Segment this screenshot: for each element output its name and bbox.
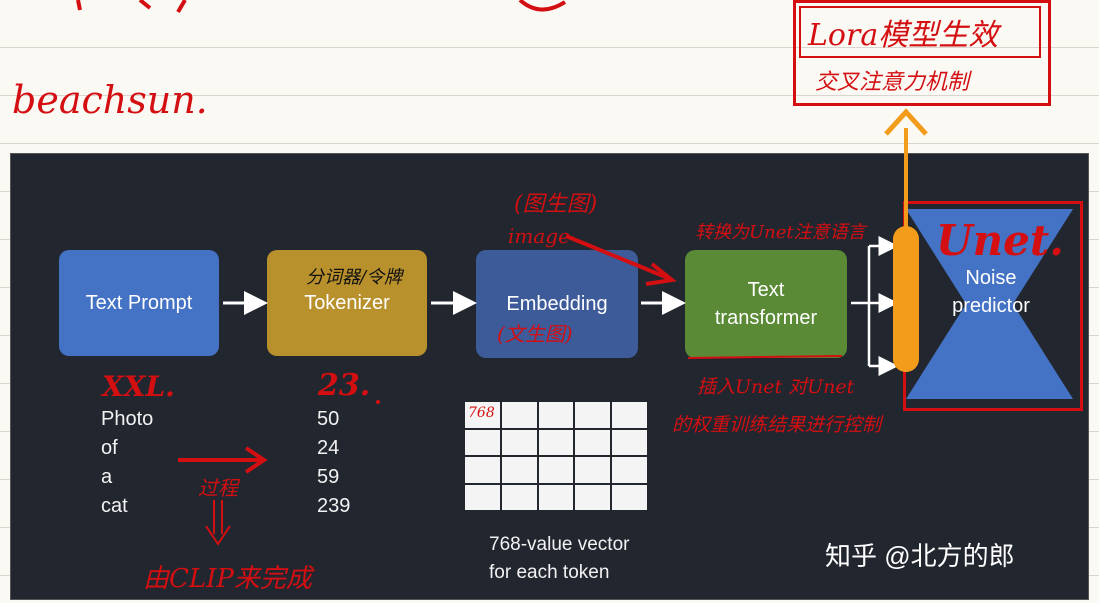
watermark: 知乎 @北方的郎 — [825, 541, 1015, 571]
lora-subtitle: 交叉注意力机制 — [815, 70, 970, 95]
author-note: beachsun. — [12, 78, 208, 122]
image-word-note: image — [508, 224, 570, 248]
clip-note: 由CLIP来完成 — [143, 564, 312, 594]
insert-note-2: 的权重训练结果进行控制 — [672, 414, 882, 436]
embedding-label: Embedding — [506, 293, 608, 315]
tokenizer-cn-note: 分词器/令牌 — [306, 267, 403, 288]
word-1: of — [101, 437, 118, 459]
text-prompt-label: Text Prompt — [85, 292, 193, 314]
xxl-note: XXL. — [102, 370, 175, 403]
noise-predictor-shape — [906, 209, 1073, 399]
token-0: 50 — [317, 408, 340, 430]
unet-note: Unet. — [936, 216, 1064, 265]
text-transformer-label-1: Text — [747, 279, 785, 301]
flow-arrows — [223, 236, 899, 376]
num-note: 23. — [318, 368, 371, 403]
word-2: a — [101, 466, 113, 488]
noise-predictor-text: Noise predictor — [921, 262, 1061, 322]
token-1: 24 — [317, 437, 340, 459]
noise-label-1: Noise — [965, 267, 1017, 289]
lora-inner-box — [799, 6, 1041, 58]
txt2img-note: (文生图) — [497, 322, 573, 346]
img2img-note: (图生图) — [514, 192, 598, 217]
vector-grid — [465, 402, 647, 510]
insert-note-1: 插入Unet 对Unet — [697, 376, 855, 398]
token-3: 239 — [317, 495, 351, 517]
vector-caption-2: for each token — [489, 562, 610, 583]
convert-note: 转换为Unet注意语言 — [695, 222, 866, 243]
word-3: cat — [101, 495, 128, 517]
noise-label-2: predictor — [952, 295, 1030, 317]
tokenizer-box: Tokenizer — [267, 250, 427, 356]
dim-note: 768 — [468, 405, 495, 421]
token-2: 59 — [317, 466, 340, 488]
top-handwriting-fragments — [76, 0, 567, 14]
text-prompt-box: Text Prompt — [59, 250, 219, 356]
text-transformer-box: Text transformer — [685, 250, 847, 358]
embedding-box: Embedding — [476, 250, 638, 358]
process-note: 过程 — [198, 476, 238, 500]
lora-annotation-box — [793, 0, 1051, 106]
word-0: Photo — [101, 408, 154, 430]
vector-caption-1: 768-value vector — [489, 534, 630, 555]
text-transformer-label-2: transformer — [714, 307, 818, 329]
lora-title: Lora模型生效 — [808, 18, 999, 53]
tokenizer-label: Tokenizer — [304, 292, 390, 314]
